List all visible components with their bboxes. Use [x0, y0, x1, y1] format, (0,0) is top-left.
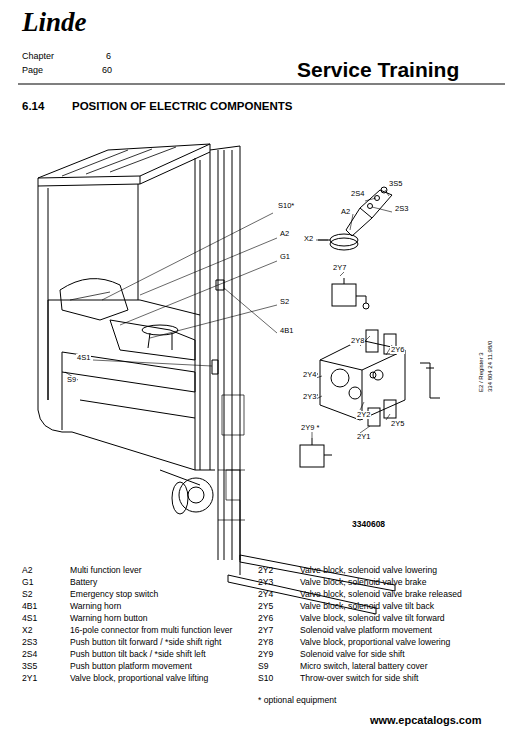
legend-description: 16-pole connector from multi function le…	[70, 626, 232, 635]
legend-description: Warning horn	[70, 602, 121, 611]
leader-lines	[65, 213, 277, 380]
legend-description: Valve block, proportional valve lowering	[300, 638, 450, 647]
legend-description: Multi function lever	[70, 566, 142, 575]
legend-code: 2Y1	[22, 674, 37, 683]
legend-description: Push button tilt forward / *side shift r…	[70, 638, 221, 647]
callout-number: 2Y6	[390, 346, 405, 354]
legend-code: 2S3	[22, 638, 37, 647]
callout-number: S10*	[277, 202, 295, 210]
legend-code: 2Y4	[258, 590, 273, 599]
side-note: 334 804 24 11.98/0	[487, 341, 494, 392]
footnote: * optional equipment	[258, 696, 336, 705]
callout-number: S9	[66, 376, 77, 384]
page-label: Page	[22, 66, 43, 76]
callout-number: 2S4	[350, 190, 365, 198]
legend-description: Solenoid valve platform movement	[300, 626, 432, 635]
section-title: POSITION OF ELECTRIC COMPONENTS	[72, 100, 292, 113]
legend-description: Push button tilt back / *side shift left	[70, 650, 206, 659]
callout-number: 2Y9 *	[300, 424, 320, 432]
multi-function-lever	[316, 187, 392, 250]
legend-code: 2Y3	[258, 578, 273, 587]
legend-code: S9	[258, 662, 269, 671]
legend-code: 2S4	[22, 650, 37, 659]
valve-block	[306, 330, 440, 433]
legend-description: Valve block, solenoid valve tilt back	[300, 602, 434, 611]
warning-horn	[216, 280, 224, 290]
callout-number: 2Y3	[302, 393, 317, 401]
legend-code: 2Y8	[258, 638, 273, 647]
legend-code: 2Y6	[258, 614, 273, 623]
callout-number: A2	[279, 230, 290, 238]
chapter-label: Chapter	[22, 52, 54, 62]
callout-number: G1	[279, 253, 291, 261]
callout-number: 2Y1	[356, 433, 371, 441]
legend-description: Micro switch, lateral battery cover	[300, 662, 428, 671]
horn-button	[212, 360, 218, 374]
section-number: 6.14	[22, 100, 44, 113]
callout-number: 2Y7	[332, 264, 347, 272]
chapter-number: 6	[106, 52, 111, 62]
legend-description: Push button platform movement	[70, 662, 192, 671]
legend-code: G1	[22, 578, 33, 587]
callout-number: 2Y2	[356, 411, 371, 419]
callout-number: 2S3	[394, 205, 409, 213]
legend-code: 2Y9	[258, 650, 273, 659]
legend-code: A2	[22, 566, 33, 575]
callout-number: 4S1	[76, 354, 91, 362]
callout-number: A2	[340, 208, 351, 216]
callout-number: 2Y8	[350, 337, 365, 345]
solenoid-valve	[332, 272, 369, 309]
forklift	[38, 144, 395, 614]
legend-description: Valve block, solenoid valve tilt forward	[300, 614, 445, 623]
legend-code: S2	[22, 590, 33, 599]
callout-number: 2Y5	[390, 420, 405, 428]
legend-description: Valve block, proportional valve lifting	[70, 674, 208, 683]
legend-code: 4B1	[22, 602, 37, 611]
page-heading: Service Training	[297, 58, 459, 81]
legend-code: X2	[22, 626, 33, 635]
header-rule	[18, 83, 505, 84]
callout-number: S2	[279, 298, 290, 306]
legend-code: S10	[258, 674, 273, 683]
callout-number: X2	[303, 235, 314, 243]
drawing-number: 3340608	[352, 520, 385, 529]
legend-code: 2Y5	[258, 602, 273, 611]
legend-description: Throw-over switch for side shift	[300, 674, 418, 683]
legend-description: Warning horn button	[70, 614, 148, 623]
legend-description: Solenoid valve for side shift	[300, 650, 405, 659]
watermark: www.epcatalogs.com	[370, 714, 481, 726]
legend-description: Battery	[70, 578, 97, 587]
callout-number: 4B1	[279, 327, 294, 335]
page-number: 60	[102, 66, 112, 76]
legend-code: 2Y2	[258, 566, 273, 575]
legend-code: 4S1	[22, 614, 37, 623]
callout-number: 3S5	[388, 180, 403, 188]
legend-code: 3S5	[22, 662, 37, 671]
side-shift-solenoid	[300, 432, 332, 467]
legend-description: Valve block, solenoid valve lowering	[300, 566, 437, 575]
callout-number: 2Y4	[302, 371, 317, 379]
legend-code: 2Y7	[258, 626, 273, 635]
legend-description: Valve block, solenoid valve brake releas…	[300, 590, 462, 599]
side-note: E2 / Register 3	[478, 352, 485, 392]
legend-description: Valve block, solenoid valve brake	[300, 578, 426, 587]
legend-description: Emergency stop switch	[70, 590, 158, 599]
logo: Linde	[22, 8, 87, 38]
